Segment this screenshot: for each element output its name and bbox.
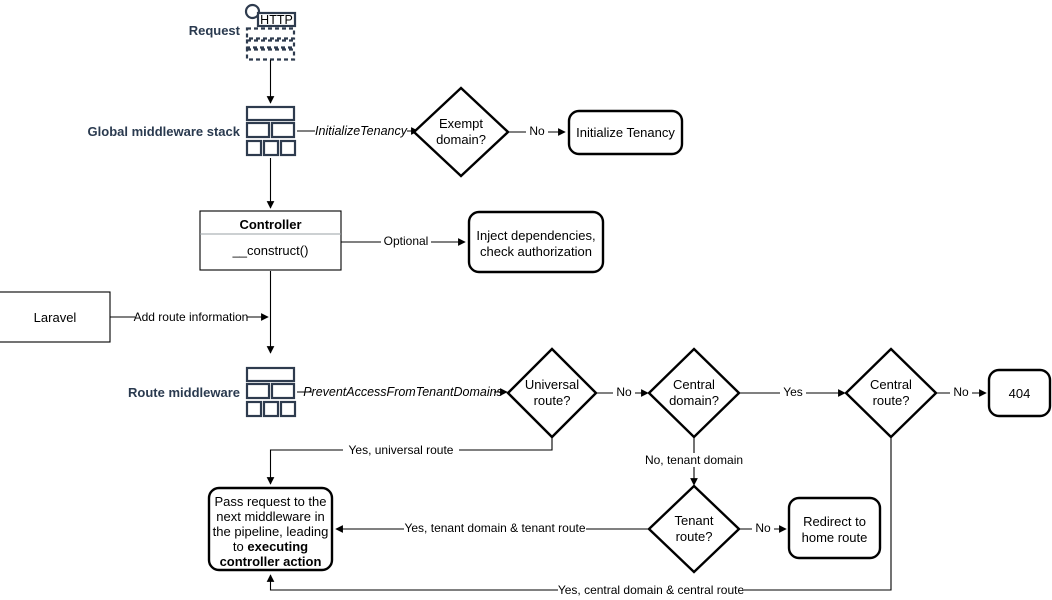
edge-label-prevent-access: PreventAccessFromTenantDomains [303,385,503,399]
node-exempt-domain-line1: Exempt [439,116,483,131]
node-404-label: 404 [1009,386,1031,401]
node-central-route-line2: route? [873,393,910,408]
http-icon-label: HTTP [260,13,293,27]
node-inject-deps-line2: check authorization [480,244,592,259]
global-middleware-stack-label: Global middleware stack [88,124,241,139]
node-404[interactable]: 404 [987,368,1052,418]
edge-label-initialize-tenancy: InitializeTenancy [315,124,408,138]
node-universal-route-line2: route? [534,393,571,408]
node-laravel-label: Laravel [34,310,77,325]
node-pass-request-line4-bold: executing [247,539,308,554]
node-tenant-route[interactable]: Tenant route? [647,484,741,574]
node-central-route-line1: Central [870,377,912,392]
edge-label-no-tenant-domain: No, tenant domain [645,453,743,467]
node-central-domain[interactable]: Central domain? [647,347,741,439]
http-request-icon: HTTP [244,3,297,61]
global-middleware-stack-icon [245,105,297,157]
node-universal-route[interactable]: Universal route? [506,347,598,439]
node-tenant-route-line2: route? [676,529,713,544]
node-pass-request-line4: to [233,539,247,554]
edge-label-tenant-no: No [755,521,771,535]
edge-label-universal-no: No [616,385,632,399]
node-inject-deps-line1: Inject dependencies, [476,228,595,243]
node-redirect-home-line2: home route [802,530,868,545]
svg-text:to executing: to executing [233,539,308,554]
node-inject-dependencies[interactable]: Inject dependencies, check authorization [467,210,605,274]
node-initialize-tenancy-label: Initialize Tenancy [576,125,675,140]
node-universal-route-line1: Universal [525,377,579,392]
edge-label-tenant-yes: Yes, tenant domain & tenant route [404,521,585,535]
request-label: Request [189,23,241,38]
edge-label-universal-yes: Yes, universal route [349,443,454,457]
node-redirect-home-route[interactable]: Redirect to home route [787,496,882,560]
node-pass-request-line5-bold: controller action [220,554,322,569]
route-middleware-label: Route middleware [128,385,240,400]
node-central-domain-line1: Central [673,377,715,392]
node-controller-title: Controller [239,217,301,232]
node-central-domain-line2: domain? [669,393,719,408]
route-middleware-icon [245,366,297,418]
edge-label-central-domain-yes: Yes [783,385,803,399]
node-pass-request-line2: next middleware in [216,509,324,524]
node-controller-method: __construct() [232,243,309,258]
node-redirect-home-line1: Redirect to [803,514,866,529]
edge-label-optional: Optional [384,234,429,248]
node-pass-request-line3: the pipeline, leading [213,524,329,539]
edge-label-exempt-no: No [529,124,545,138]
node-exempt-domain[interactable]: Exempt domain? [412,86,510,178]
edge-label-add-route-information: Add route information [134,310,249,324]
node-laravel[interactable]: Laravel [0,291,111,343]
edge-label-central-yes-route: Yes, central domain & central route [558,583,745,597]
node-controller[interactable]: Controller __construct() [199,210,342,271]
node-tenant-route-line1: Tenant [674,513,713,528]
edge-label-central-route-no: No [953,385,969,399]
node-exempt-domain-line2: domain? [436,132,486,147]
node-central-route[interactable]: Central route? [844,347,938,439]
node-initialize-tenancy[interactable]: Initialize Tenancy [567,109,684,156]
node-pass-request[interactable]: Pass request to the next middleware in t… [207,486,334,572]
node-pass-request-line1: Pass request to the [214,494,326,509]
